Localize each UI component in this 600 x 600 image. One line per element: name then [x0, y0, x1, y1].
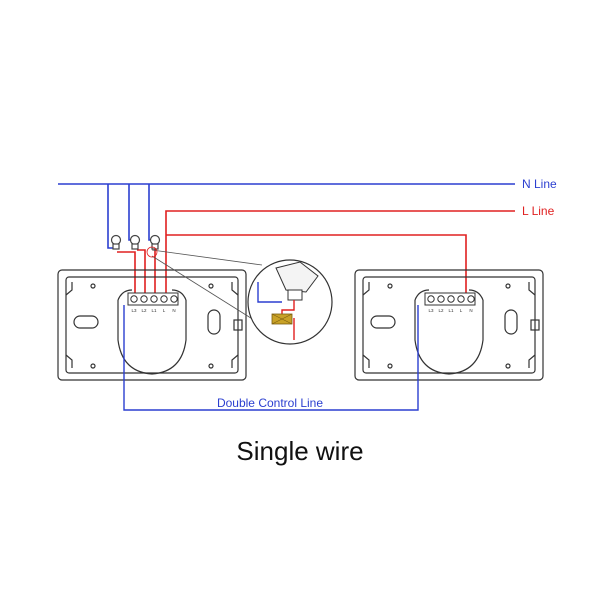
left-terminal-l: L	[163, 308, 166, 313]
right-terminal-n: N	[469, 308, 472, 313]
left-terminal-l2: L2	[141, 308, 147, 313]
right-terminal-labels: L3 L2 L1 L N	[428, 308, 472, 313]
right-terminal-l3: L3	[428, 308, 434, 313]
left-terminal-block	[127, 292, 179, 306]
double-control-line-label: Double Control Line	[217, 396, 323, 410]
wire-connector-icon	[271, 313, 293, 325]
bulb-2-icon	[129, 234, 141, 250]
bulb-3-icon	[149, 234, 161, 250]
l-line-wire	[117, 210, 515, 295]
l-line-label: L Line	[522, 204, 555, 218]
bulb-1-icon	[110, 234, 122, 250]
double-control-line-wire	[123, 305, 419, 411]
right-terminal-block	[424, 292, 476, 306]
diagram-caption: Single wire	[236, 436, 363, 466]
left-terminal-l3: L3	[131, 308, 137, 313]
left-switch-plate	[57, 269, 247, 381]
callout-detail	[257, 261, 319, 340]
right-switch-plate	[354, 269, 544, 381]
left-terminal-n: N	[172, 308, 175, 313]
left-terminal-l1: L1	[151, 308, 157, 313]
right-terminal-l: L	[460, 308, 463, 313]
right-terminal-l2: L2	[438, 308, 444, 313]
n-line-wire	[58, 183, 515, 249]
right-terminal-l1: L1	[448, 308, 454, 313]
n-line-label: N Line	[522, 177, 557, 191]
left-terminal-labels: L3 L2 L1 L N	[131, 308, 175, 313]
